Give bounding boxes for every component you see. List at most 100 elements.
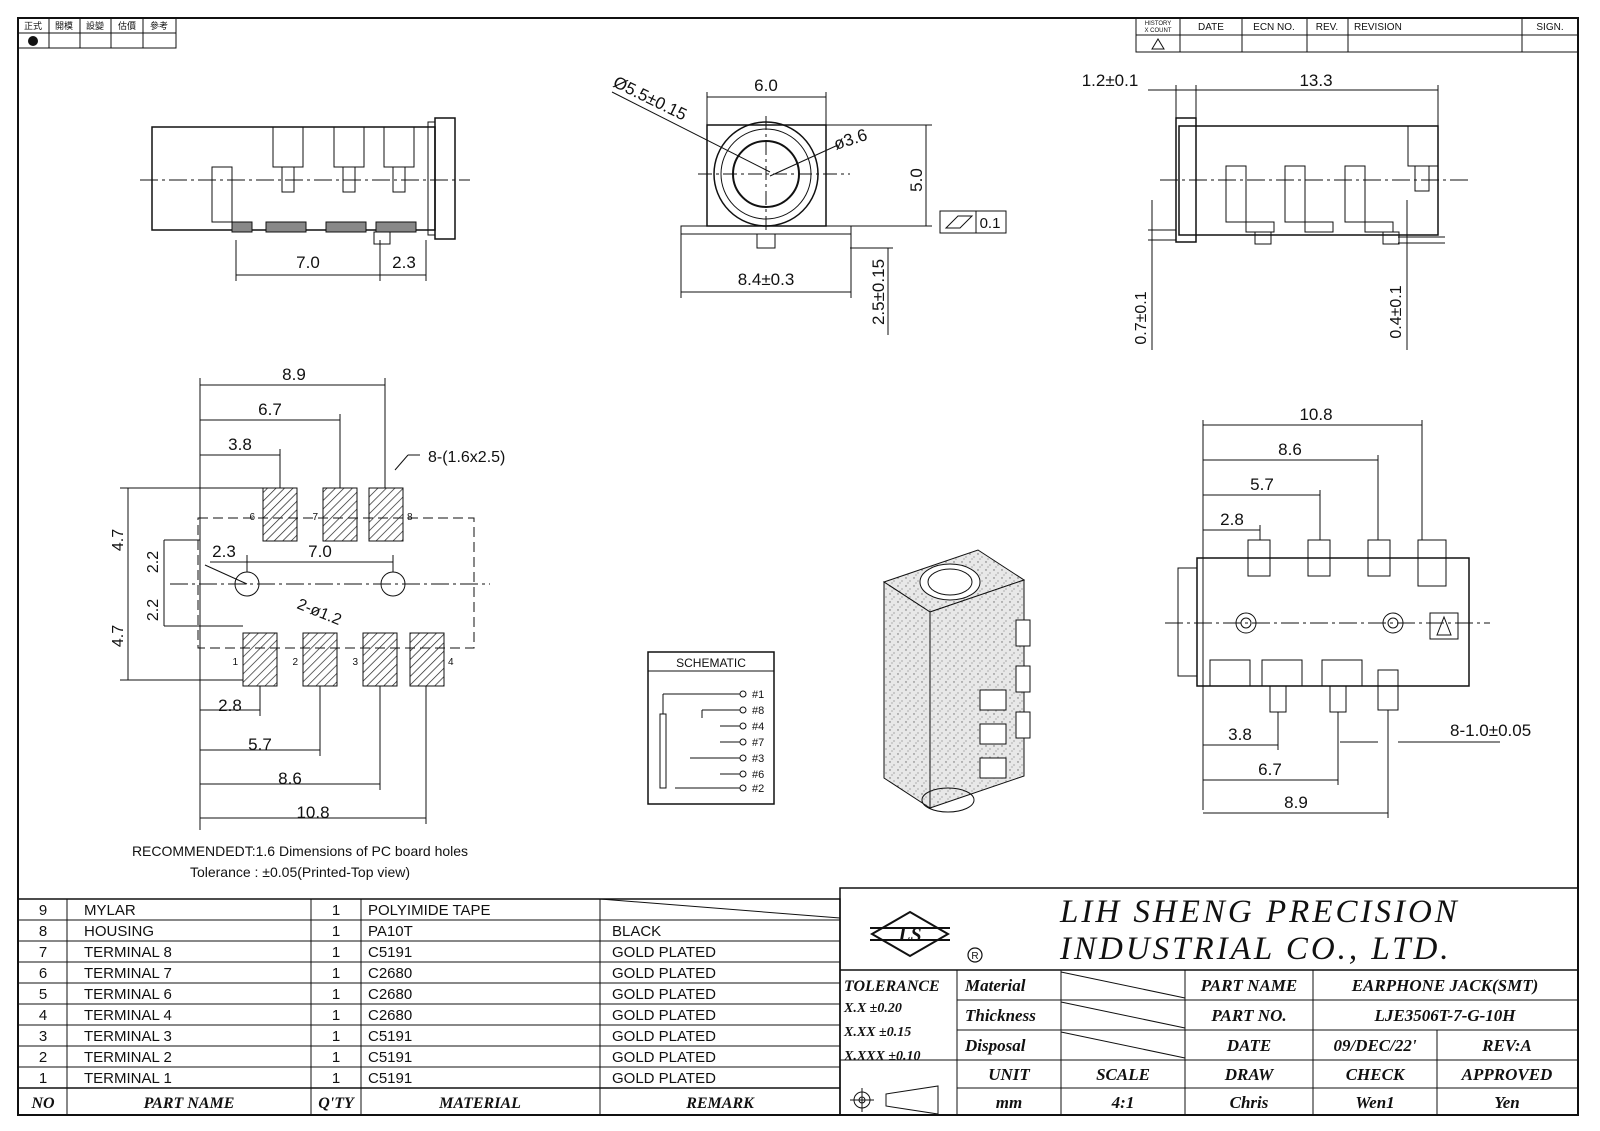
pcb-dim-8-9: 8.9	[282, 365, 306, 384]
pcb-pin-3: 3	[352, 657, 358, 668]
front-dim-outer-dia: Ø5.5±0.15	[610, 73, 690, 125]
legend-change: 設變	[86, 20, 104, 31]
pcb-hole-dim-7: 7.0	[308, 542, 332, 561]
bom-cell: C2680	[368, 1007, 412, 1024]
bom-cell: 1	[332, 923, 340, 940]
legend-reference: 參考	[150, 20, 168, 31]
bom-cell: 6	[39, 965, 47, 982]
bom-cell: GOLD PLATED	[612, 1049, 716, 1066]
schematic-pin-6: #6	[752, 769, 764, 781]
date-label: DATE	[1226, 1036, 1271, 1055]
pcb-pin-6: 6	[249, 512, 255, 523]
approved-value: Yen	[1494, 1093, 1520, 1112]
bom-cell: TERMINAL 1	[84, 1070, 172, 1087]
bom-cell: 1	[332, 944, 340, 961]
side-dim-2-3: 2.3	[392, 253, 416, 272]
check-label: CHECK	[1346, 1065, 1406, 1084]
bom-cell: GOLD PLATED	[612, 1028, 716, 1045]
right-dim-length: 13.3	[1299, 71, 1332, 90]
side-view	[140, 117, 470, 281]
unit-label: UNIT	[988, 1065, 1030, 1084]
rev-revision: REVISION	[1354, 22, 1402, 33]
bom-cell: TERMINAL 3	[84, 1028, 172, 1045]
part-no-label: PART NO.	[1210, 1006, 1286, 1025]
bom-header-no: NO	[30, 1095, 55, 1112]
bom-cell: C5191	[368, 944, 412, 961]
front-view	[611, 91, 1007, 335]
bottom-dim-3-8: 3.8	[1228, 725, 1252, 744]
part-no-value: LJE3506T-7-G-10H	[1373, 1006, 1516, 1025]
rev-ecn: ECN NO.	[1253, 22, 1295, 33]
bom-cell: GOLD PLATED	[612, 944, 716, 961]
rev-value: REV:A	[1481, 1036, 1532, 1055]
bottom-dim-8-9: 8.9	[1284, 793, 1308, 812]
pcb-vdim-3: 2.2	[145, 599, 162, 621]
pcb-pin-7: 7	[312, 512, 318, 523]
bottom-dim-6-7: 6.7	[1258, 760, 1282, 779]
bom-cell: 7	[39, 944, 47, 961]
schematic-pin-2: #2	[752, 783, 764, 795]
pcb-hole-dia: 2-ø1.2	[295, 596, 344, 629]
right-view	[1148, 85, 1470, 350]
pcb-vdim-4: 4.7	[110, 625, 127, 647]
bom-cell: 8	[39, 923, 47, 940]
bom-cell: PA10T	[368, 923, 413, 940]
part-name-value: EARPHONE JACK(SMT)	[1351, 976, 1539, 995]
unit-value: mm	[996, 1093, 1022, 1112]
bom-cell: GOLD PLATED	[612, 965, 716, 982]
front-dim-pin: 2.5±0.15	[869, 259, 888, 325]
bom-cell: C5191	[368, 1049, 412, 1066]
legend-quote: 估價	[118, 20, 136, 31]
front-dim-inner-dia: ø3.6	[831, 125, 869, 154]
company-name-line1: LIH SHENG PRECISION	[1059, 894, 1460, 930]
pcb-dim-5-7: 5.7	[248, 735, 272, 754]
pcb-dim-8-6: 8.6	[278, 769, 302, 788]
bottom-dim-10-8: 10.8	[1299, 405, 1332, 424]
pcb-dim-6-7: 6.7	[258, 400, 282, 419]
pcb-pin-1: 1	[232, 657, 238, 668]
pcb-layout	[120, 378, 490, 830]
side-terminals	[211, 126, 417, 245]
bom-cell: 1	[332, 1049, 340, 1066]
approved-label: APPROVED	[1461, 1065, 1553, 1084]
tolerance-xxx: X.XX ±0.15	[843, 1025, 911, 1040]
bom-cell: 1	[332, 1028, 340, 1045]
bom-cell: C2680	[368, 986, 412, 1003]
rev-triangle-icon	[1151, 38, 1165, 50]
schematic	[647, 651, 775, 805]
bom-header-part: PART NAME	[143, 1095, 235, 1112]
pcb-vdim-2: 2.2	[145, 551, 162, 573]
bom-cell: 4	[39, 1007, 47, 1024]
company-logo	[870, 910, 983, 963]
bottom-dim-5-7: 5.7	[1250, 475, 1274, 494]
bom-cell: 1	[332, 1070, 340, 1087]
tolerance-label: TOLERANCE	[844, 978, 940, 995]
bom-cell: POLYIMIDE TAPE	[368, 902, 491, 919]
tolerance-xx: X.X ±0.20	[843, 1001, 902, 1016]
schematic-title: SCHEMATIC	[676, 656, 746, 670]
bom-cell: TERMINAL 8	[84, 944, 172, 961]
company-name-line2: INDUSTRIAL CO., LTD.	[1059, 931, 1452, 967]
bom-cell: 1	[332, 902, 340, 919]
bom-cell: 9	[39, 902, 47, 919]
revision-table: HISTORY X COUNT DATE ECN NO. REV. REVISI…	[1135, 17, 1579, 53]
pcb-pads	[242, 487, 445, 687]
pcb-dim-2-8: 2.8	[218, 696, 242, 715]
pcb-pin-4: 4	[448, 657, 454, 668]
scale-label: SCALE	[1096, 1065, 1150, 1084]
bom-cell: GOLD PLATED	[612, 1070, 716, 1087]
bom-cell: C5191	[368, 1028, 412, 1045]
front-dim-base: 8.4±0.3	[738, 270, 795, 289]
pcb-note-1: RECOMMENDEDT:1.6 Dimensions of PC board …	[132, 843, 468, 859]
bom-cell: 1	[332, 965, 340, 982]
bom-cell: 5	[39, 986, 47, 1003]
bom-cell: 1	[332, 986, 340, 1003]
bom-cell: TERMINAL 6	[84, 986, 172, 1003]
front-dim-width: 6.0	[754, 76, 778, 95]
bom-cell: TERMINAL 2	[84, 1049, 172, 1066]
pcb-pin-2: 2	[292, 657, 298, 668]
bom-cell: BLACK	[612, 923, 661, 940]
bottom-dim-2-8: 2.8	[1220, 510, 1244, 529]
bom-cell: GOLD PLATED	[612, 986, 716, 1003]
